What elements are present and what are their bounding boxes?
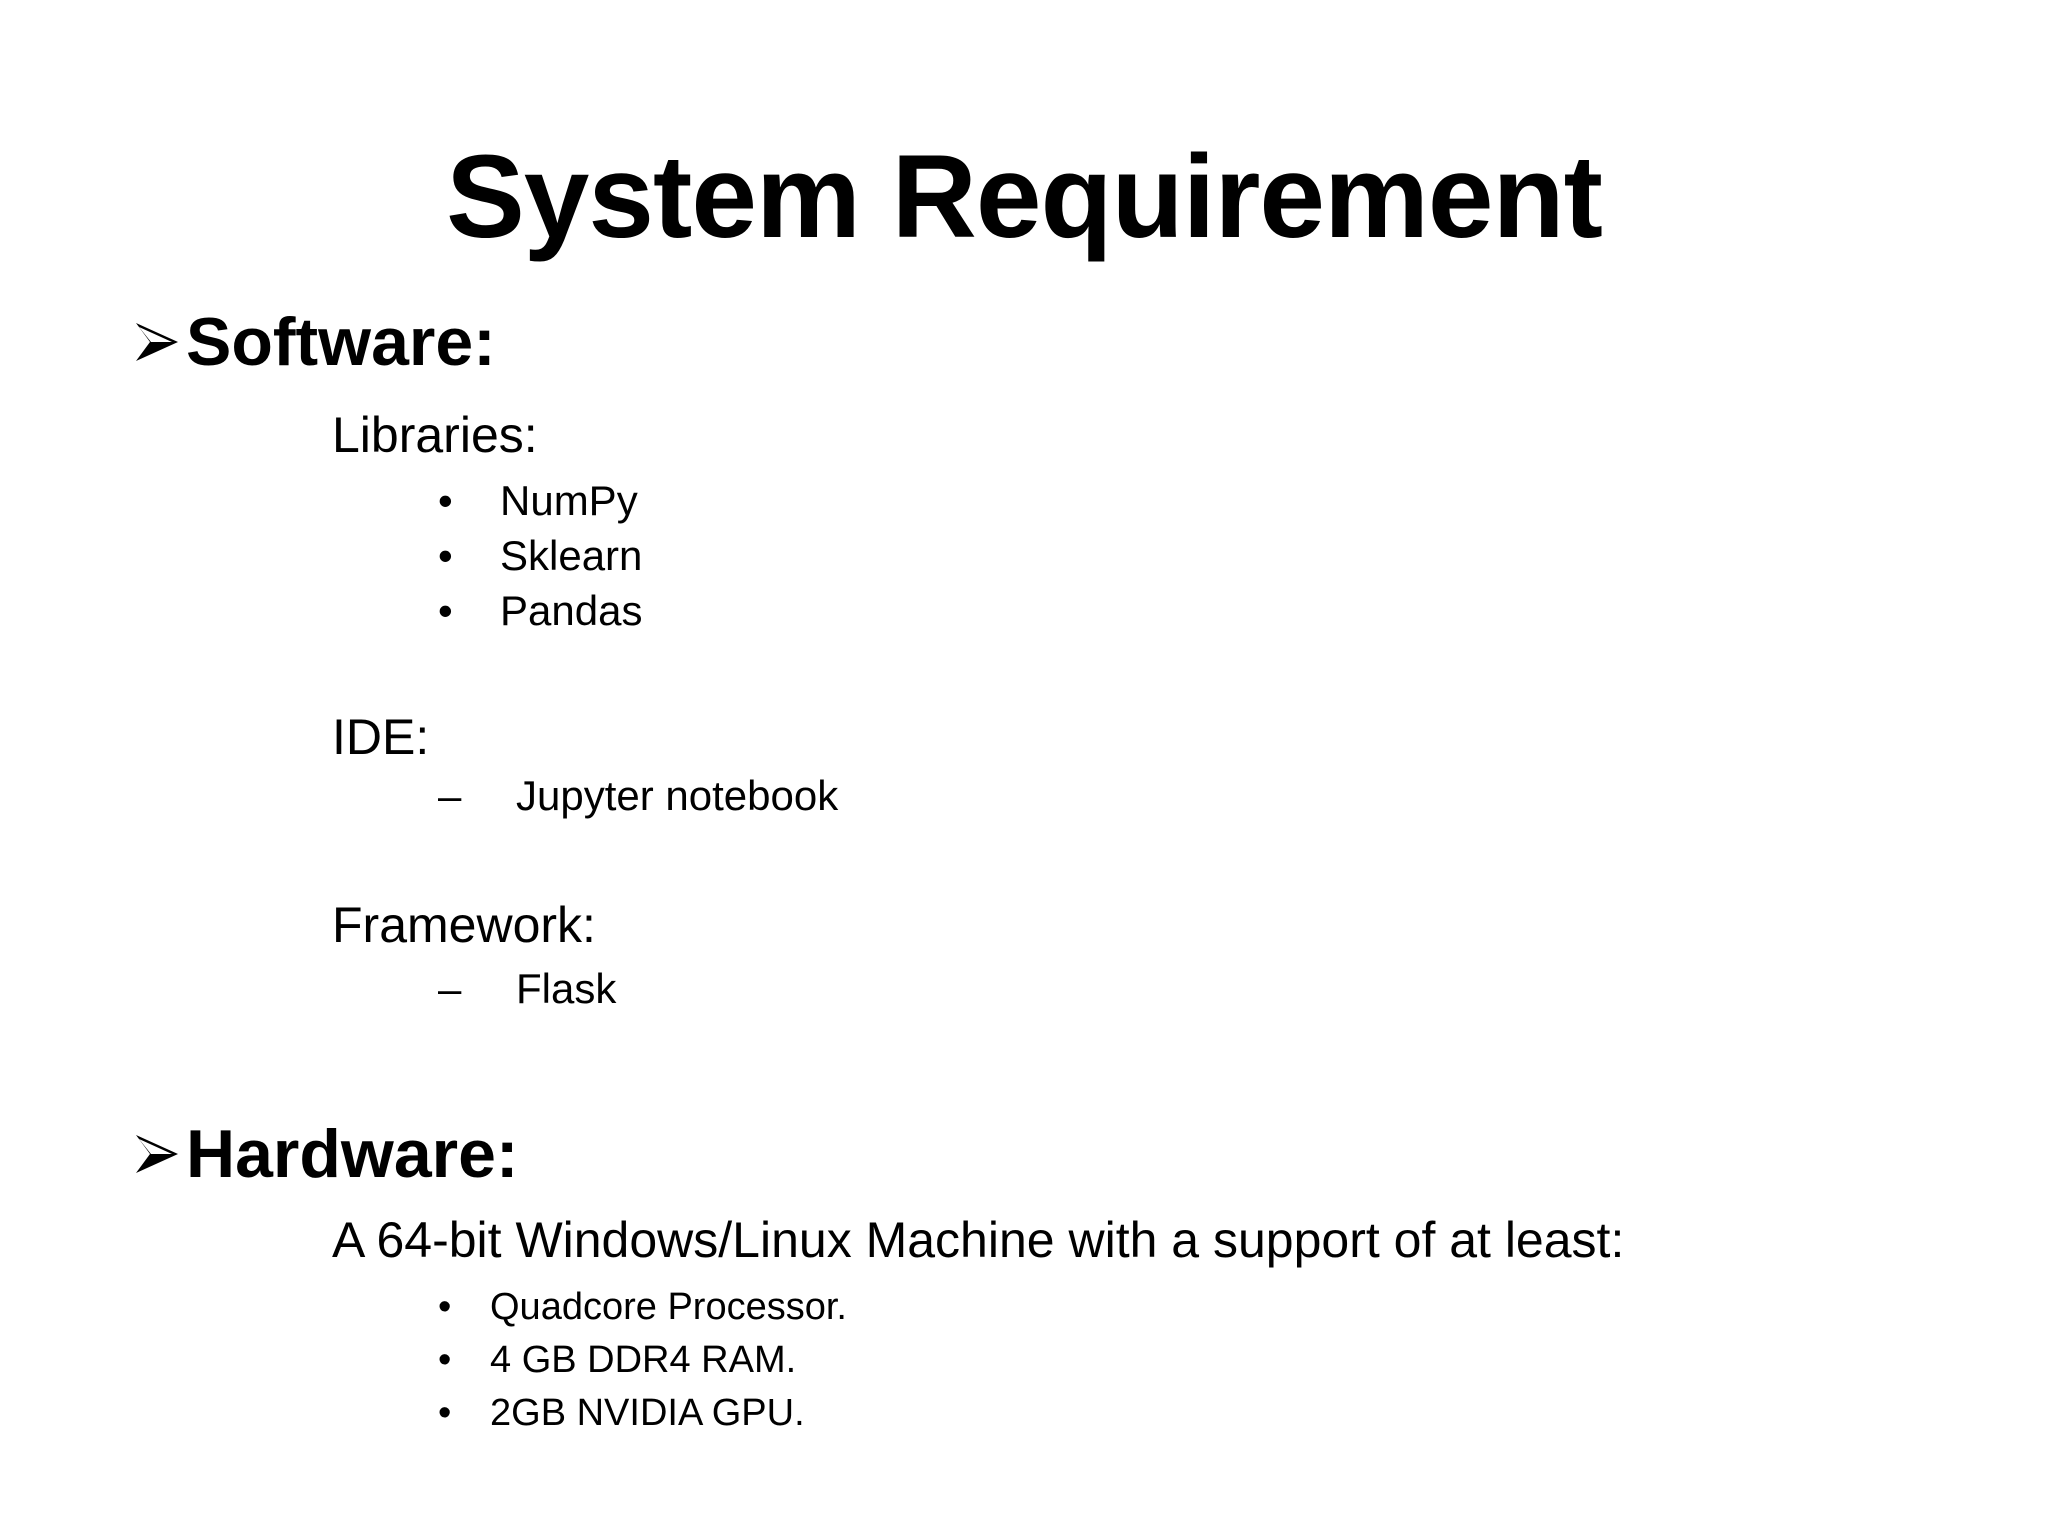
library-sklearn: Sklearn [500,532,643,579]
list-item: • 2GB NVIDIA GPU. [438,1394,805,1432]
software-heading: Software: [132,308,496,376]
dash-marker: – [438,772,462,819]
bullet-marker: • [438,1286,452,1328]
bullet-marker: • [438,587,453,634]
libraries-label: Libraries: [332,407,538,463]
bullet-marker: • [438,1392,452,1434]
hardware-heading-label: Hardware: [186,1116,519,1192]
list-item: • 4 GB DDR4 RAM. [438,1341,796,1379]
arrowhead-bullet-icon [132,1129,182,1179]
hardware-heading: Hardware: [132,1120,519,1188]
hardware-ram: 4 GB DDR4 RAM. [490,1339,797,1381]
hardware-intro: A 64-bit Windows/Linux Machine with a su… [332,1212,1625,1268]
library-numpy: NumPy [500,477,638,524]
list-item: • Pandas [438,590,642,632]
arrowhead-bullet-icon [132,317,182,367]
ide-label: IDE: [332,709,430,765]
hardware-gpu: 2GB NVIDIA GPU. [490,1392,805,1434]
slide-title: System Requirement [446,131,1603,263]
list-item: • Sklearn [438,535,642,577]
dash-marker: – [438,965,462,1012]
hardware-processor: Quadcore Processor. [490,1286,847,1328]
library-pandas: Pandas [500,587,643,634]
ide-jupyter: Jupyter notebook [516,772,839,819]
list-item: – Jupyter notebook [438,775,838,817]
software-heading-label: Software: [186,304,496,380]
bullet-marker: • [438,477,453,524]
list-item: • Quadcore Processor. [438,1288,847,1326]
framework-label: Framework: [332,897,596,953]
bullet-marker: • [438,1339,452,1381]
list-item: – Flask [438,968,616,1010]
bullet-marker: • [438,532,453,579]
framework-flask: Flask [516,965,617,1012]
list-item: • NumPy [438,480,638,522]
